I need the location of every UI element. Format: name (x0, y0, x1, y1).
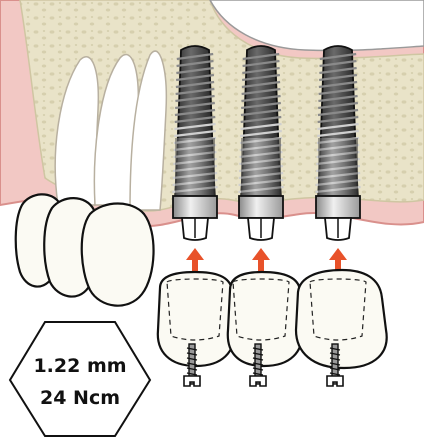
arrow-up-icon (252, 248, 270, 272)
hexagon-badge (10, 322, 150, 436)
arrows-group (186, 248, 347, 272)
arrow-up-icon (186, 248, 204, 272)
implant-collar (239, 196, 283, 218)
arrow-up-icon (329, 248, 347, 272)
implant-shine (318, 138, 358, 196)
implant-collar (316, 196, 360, 218)
natural-crown-3 (82, 204, 154, 306)
bridge-crown-3 (296, 270, 387, 368)
bridge-crown-1 (158, 272, 234, 366)
implant-shine (175, 138, 215, 196)
implant-shine (241, 138, 281, 196)
implants-group (172, 46, 360, 240)
natural-teeth-crowns (16, 194, 154, 305)
natural-teeth-roots (55, 51, 166, 210)
bridge-crown-2 (228, 272, 302, 366)
spec-line-2: 24 Ncm (40, 387, 120, 409)
spec-line-1: 1.22 mm (33, 355, 126, 377)
spec-badge: 1.22 mm 24 Ncm (10, 322, 150, 436)
implant-collar (173, 196, 217, 218)
